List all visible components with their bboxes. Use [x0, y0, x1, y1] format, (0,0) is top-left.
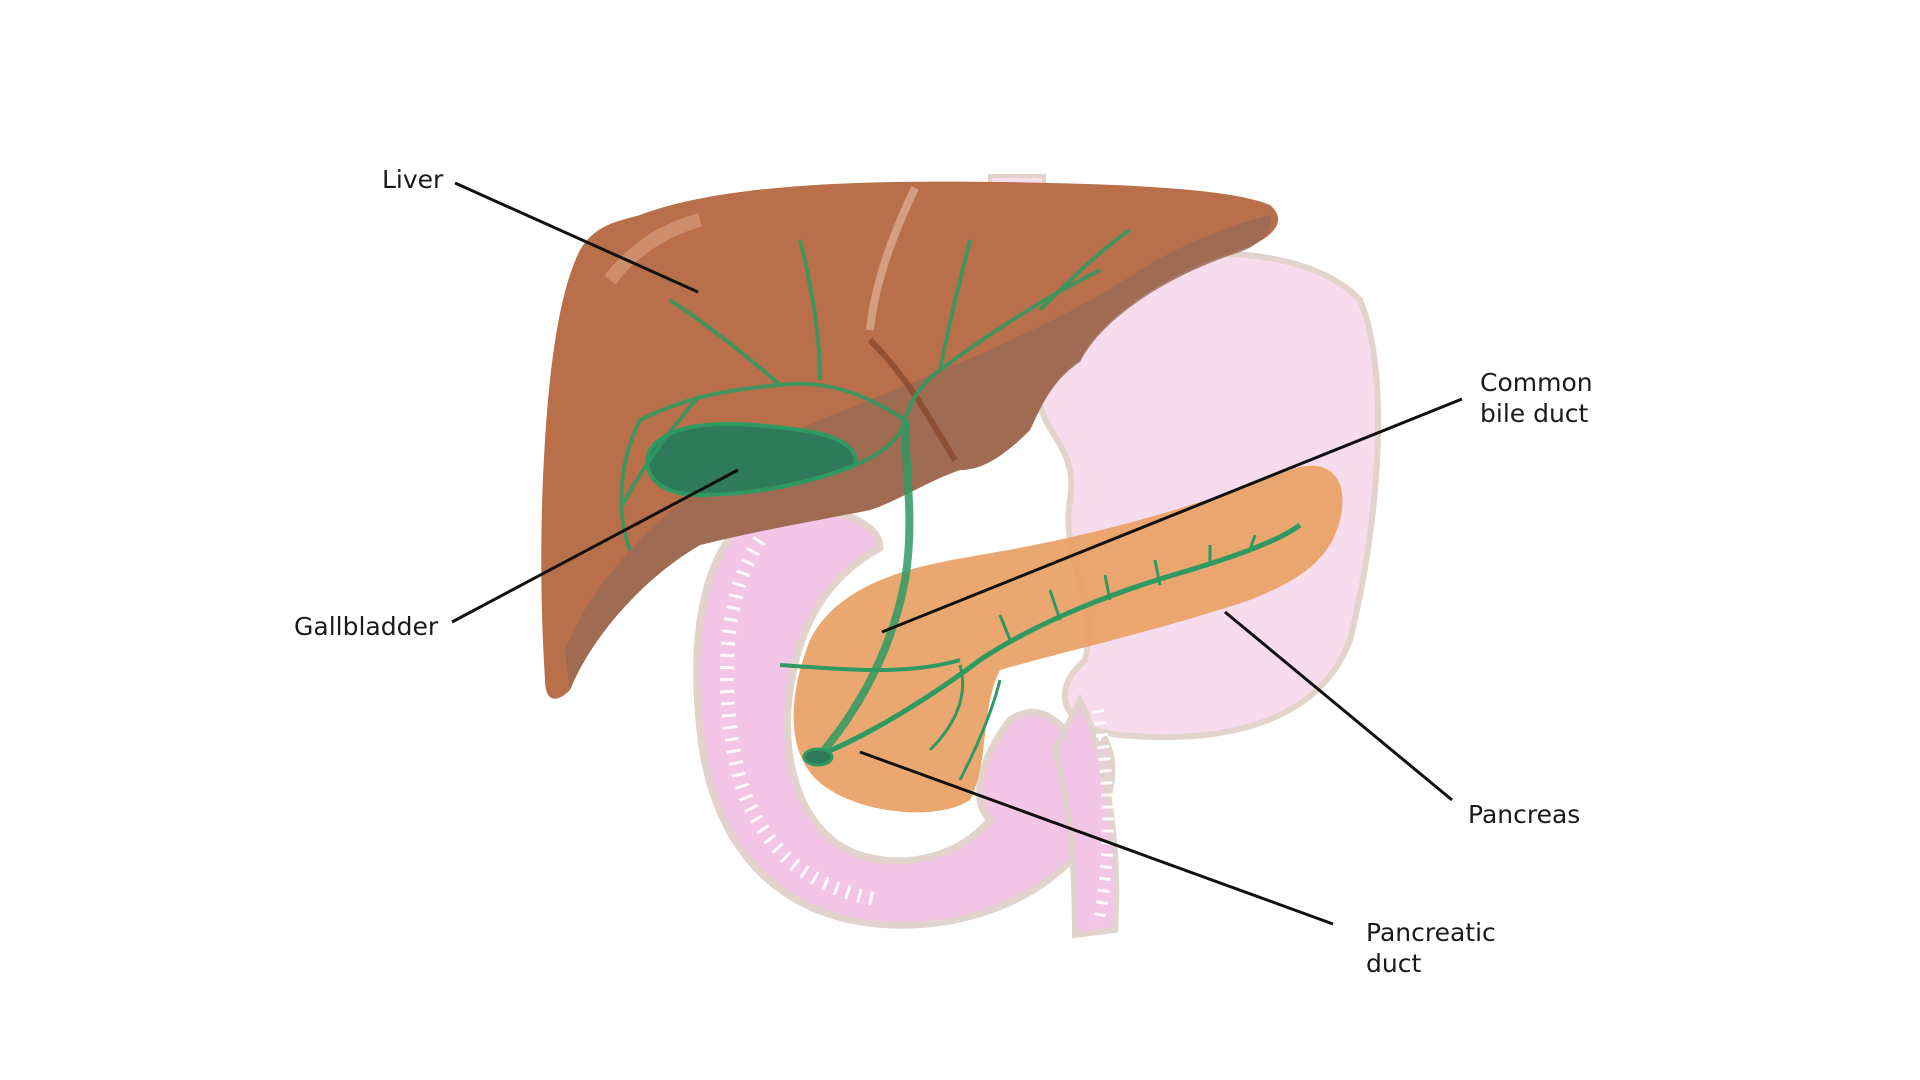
label-pancreatic-duct: Pancreatic duct: [1366, 918, 1496, 978]
leader-line-pancreatic-duct: [859, 750, 1334, 926]
pancreas: [793, 465, 1343, 813]
leader-line-liver: [454, 181, 699, 294]
leader-line-gallbladder: [451, 468, 739, 624]
label-pancreas: Pancreas: [1468, 800, 1581, 829]
label-liver: Liver: [382, 165, 444, 194]
leader-line-common-bile-duct: [881, 397, 1463, 634]
label-gallbladder: Gallbladder: [294, 612, 439, 641]
bile-duct-tree: [618, 228, 1132, 758]
leader-lines: [451, 181, 1463, 926]
leader-line-pancreas: [1224, 610, 1453, 802]
duodenum: [693, 501, 1120, 939]
liver: [541, 181, 1279, 699]
label-common-bile-duct: Common bile duct: [1480, 368, 1593, 428]
pancreatic-duct: [779, 522, 1302, 781]
